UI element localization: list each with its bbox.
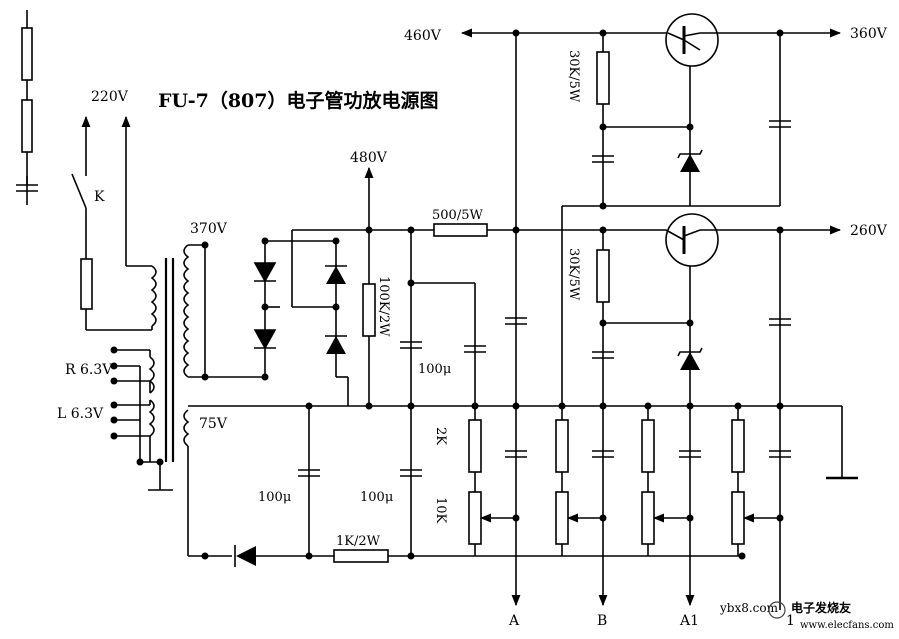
diode-d3 <box>326 266 346 284</box>
ground-bus <box>188 402 858 480</box>
reg-360-label: 360V <box>850 26 888 42</box>
bias-diode <box>236 546 256 566</box>
bias-cap-2-label: 100μ <box>360 490 393 505</box>
hv-rail-label: 480V <box>350 150 388 166</box>
bias-resistor <box>333 549 389 563</box>
diode-d1 <box>253 262 277 283</box>
bleeder-resistor <box>362 283 376 337</box>
power-transformer: 370V R 6.3V L 6.3V 75V <box>57 221 228 491</box>
switch-k-label: K <box>94 189 105 205</box>
primary-winding <box>150 265 157 327</box>
divider-pot-10k-label: 10K <box>433 497 448 524</box>
mains-input: 220V K <box>71 89 152 331</box>
heater-r-label: R 6.3V <box>65 362 113 378</box>
pass-transistor-360 <box>665 13 719 67</box>
base-resistor-260-label: 30K/5W <box>566 248 581 301</box>
output-b-label: B <box>597 613 607 629</box>
bias-winding-label: 75V <box>199 416 228 432</box>
output-1-label: 1 <box>786 613 795 629</box>
diode-d4 <box>326 336 346 354</box>
bias-channel-a: 2K 10K <box>433 406 527 556</box>
pass-transistor-260 <box>665 213 719 267</box>
legend-resistor-2 <box>21 99 33 153</box>
diode-d2 <box>253 329 277 350</box>
hv-secondary-winding <box>183 244 190 378</box>
output-a1-label: A1 <box>679 613 699 629</box>
bias-winding <box>183 409 190 447</box>
bias-channel-b <box>555 406 614 607</box>
legend-resistor-1 <box>21 27 33 81</box>
legend-symbols <box>16 10 38 205</box>
filter-cap-label: 100μ <box>418 362 451 377</box>
series-resistor-label: 500/5W <box>432 208 483 223</box>
watermark-brand: 电子发烧友 <box>791 600 851 615</box>
schematic-title: FU-7（807）电子管功放电源图 <box>158 89 439 112</box>
mains-voltage-label: 220V <box>91 89 129 105</box>
reg-360: 460V 30K/5W 360V <box>404 13 888 607</box>
divider-resistor-2k-label: 2K <box>433 427 448 445</box>
hv-rail: 480V 100K/2W 500/5W 100μ <box>350 150 666 556</box>
reg-260: 30K/5W 260V <box>505 213 888 610</box>
bias-channel-a1 <box>641 406 701 607</box>
output-a-label: A <box>508 613 520 629</box>
watermark-url: www.elecfans.com <box>800 620 894 631</box>
watermark: ybx8.com 电子发烧友 www.elecfans.com <box>719 600 894 631</box>
zener-360 <box>680 154 700 172</box>
hv-secondary-label: 370V <box>190 221 228 237</box>
bridge-rectifier <box>188 229 370 406</box>
base-resistor-360 <box>596 51 610 105</box>
series-resistor-500 <box>433 223 488 237</box>
heater-l-label: L 6.3V <box>57 406 104 422</box>
divider-resistor-2k <box>468 419 482 473</box>
bias-resistor-label: 1K/2W <box>336 534 381 549</box>
fuse <box>80 258 93 310</box>
heater-winding-r <box>148 356 155 394</box>
watermark-site: ybx8.com <box>719 601 779 615</box>
bias-cap-1-label: 100μ <box>258 490 291 505</box>
bias-supply: 100μ 1K/2W 100μ <box>187 406 746 567</box>
base-resistor-360-label: 30K/5W <box>566 50 581 103</box>
reg-260-label: 260V <box>850 223 888 239</box>
zener-260 <box>680 352 700 370</box>
switch-k <box>71 173 87 209</box>
heater-winding-l <box>148 399 155 437</box>
divider-pot-10k <box>468 491 482 545</box>
watermark-logo-icon <box>768 601 786 619</box>
top-rail-label: 460V <box>404 28 442 44</box>
base-resistor-260 <box>596 249 610 303</box>
bleeder-resistor-label: 100K/2W <box>376 276 391 337</box>
bias-channel-1 <box>731 406 791 556</box>
